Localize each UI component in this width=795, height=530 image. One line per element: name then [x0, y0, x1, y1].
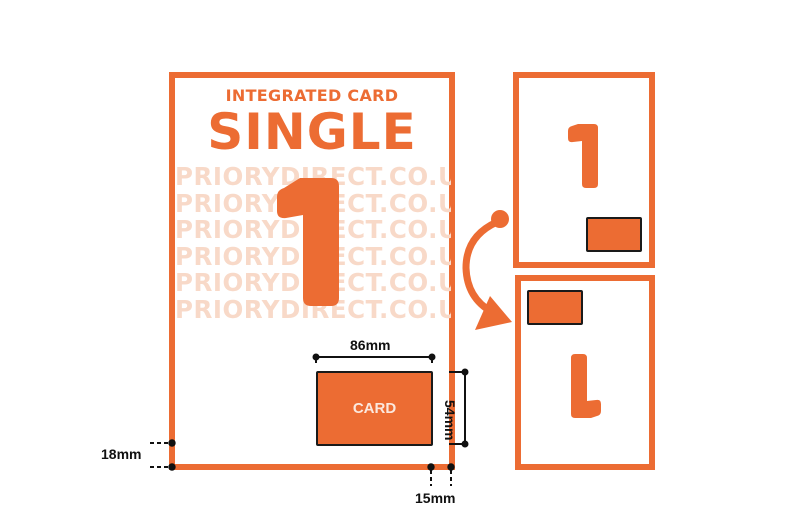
right-margin-label: 15mm [415, 490, 456, 506]
flip-arrow-icon [462, 210, 512, 330]
small-numeral-one-rotated [571, 354, 601, 418]
card-height-dimension [449, 368, 469, 448]
card-label: CARD [352, 400, 397, 417]
subtitle: INTEGRATED CARD [225, 86, 399, 105]
side-view-rotated [515, 275, 655, 470]
card-width-label: 86mm [350, 337, 391, 353]
side-view-upright [513, 72, 655, 268]
right-margin-dimension [427, 463, 455, 486]
bottom-margin-dimension [150, 439, 176, 471]
small-numeral-one-upright [568, 124, 598, 188]
main-numeral-one [277, 178, 339, 306]
title: SINGLE [207, 103, 417, 161]
card: CARD [316, 371, 433, 446]
small-card-top-left [527, 290, 583, 325]
small-card-bottom-right [586, 217, 642, 252]
card-height-label: 54mm [442, 400, 458, 441]
bottom-margin-label: 18mm [101, 446, 142, 462]
card-width-dimension [312, 353, 436, 363]
